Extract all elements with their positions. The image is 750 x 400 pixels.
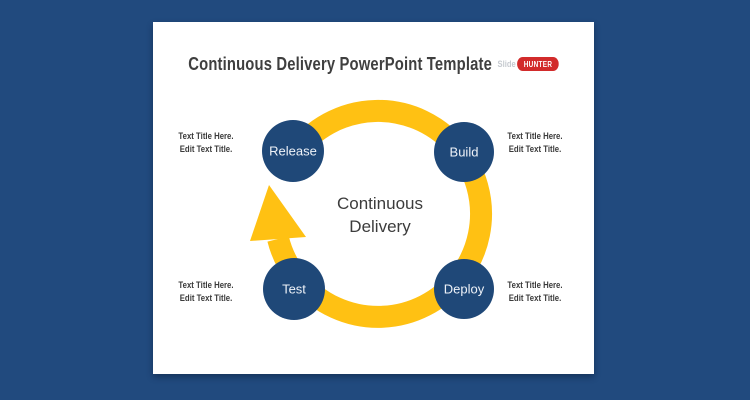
cycle-diagram: Release Build Test Deploy bbox=[250, 99, 494, 328]
placeholder-note-build: Text Title Here. Edit Text Title. bbox=[498, 130, 572, 156]
node-circle-test bbox=[263, 258, 325, 320]
placeholder-note-release: Text Title Here. Edit Text Title. bbox=[169, 130, 243, 156]
slide-card: Continuous Delivery PowerPoint Template … bbox=[153, 22, 594, 374]
node-label-release: Release bbox=[269, 144, 317, 159]
placeholder-note-line1: Text Title Here. bbox=[507, 280, 563, 291]
node-circle-deploy bbox=[434, 259, 494, 319]
logo-badge: HUNTER bbox=[517, 57, 559, 71]
placeholder-note-line2: Edit Text Title. bbox=[508, 144, 562, 155]
placeholder-note-test: Text Title Here. Edit Text Title. bbox=[169, 279, 243, 305]
slide-title: Continuous Delivery PowerPoint Template bbox=[188, 53, 492, 74]
placeholder-note-line1: Text Title Here. bbox=[178, 280, 234, 291]
cycle-center-title-line1: Continuous bbox=[336, 194, 423, 213]
placeholder-note-line2: Edit Text Title. bbox=[179, 293, 233, 304]
cycle-arrow-head-icon bbox=[250, 185, 306, 241]
node-label-deploy: Deploy bbox=[444, 282, 485, 297]
node-label-build: Build bbox=[450, 145, 479, 160]
cycle-center-title: Continuous Delivery bbox=[280, 192, 480, 238]
placeholder-note-deploy: Text Title Here. Edit Text Title. bbox=[498, 279, 572, 305]
slidehunter-logo: Slide HUNTER bbox=[498, 57, 559, 71]
placeholder-note-line1: Text Title Here. bbox=[507, 131, 563, 142]
cycle-ring-arc bbox=[267, 99, 492, 328]
node-circle-build bbox=[434, 122, 494, 182]
placeholder-note-line2: Edit Text Title. bbox=[508, 293, 562, 304]
placeholder-note-line2: Edit Text Title. bbox=[179, 144, 233, 155]
node-label-test: Test bbox=[282, 282, 306, 297]
placeholder-note-line1: Text Title Here. bbox=[178, 131, 234, 142]
logo-prefix-text: Slide bbox=[497, 58, 516, 70]
slide-header: Continuous Delivery PowerPoint Template … bbox=[188, 53, 559, 75]
cycle-center-title-line2: Delivery bbox=[349, 217, 411, 236]
node-circle-release bbox=[262, 120, 324, 182]
